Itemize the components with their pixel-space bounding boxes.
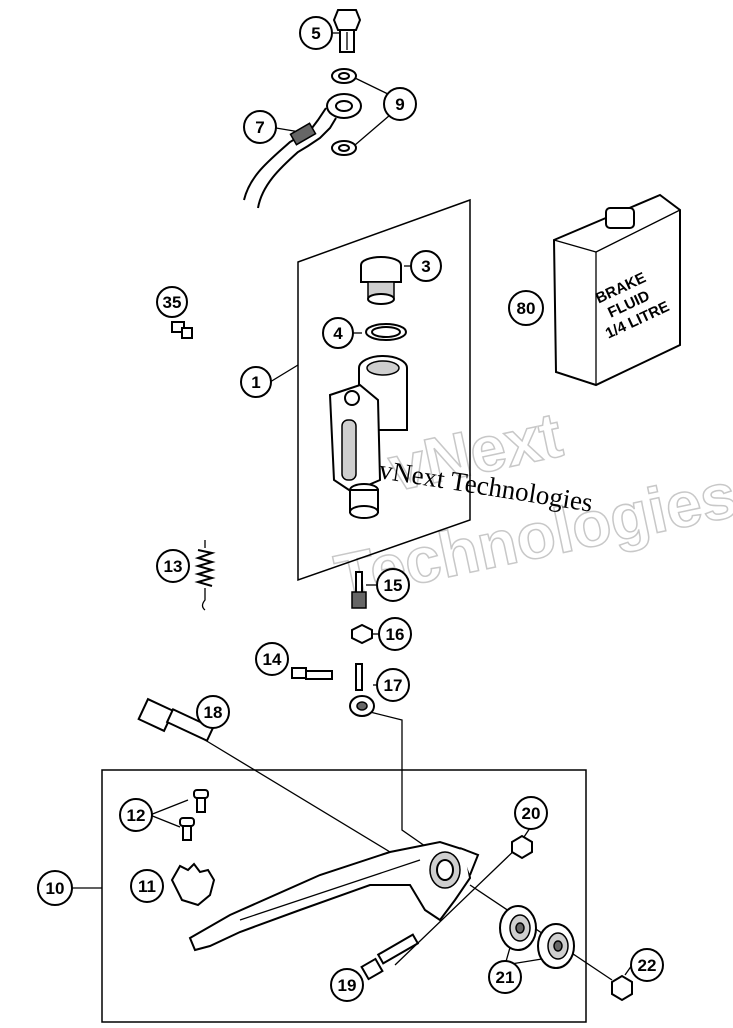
lock-nut-part	[351, 623, 373, 645]
callout-11-label: 11	[138, 877, 156, 896]
callout-15-label: 15	[384, 576, 403, 595]
callout-12: 12	[119, 798, 153, 832]
pedal-step-part	[170, 862, 216, 907]
callout-19-label: 19	[338, 976, 357, 995]
bearings-part	[499, 905, 575, 969]
callout-13-label: 13	[164, 557, 183, 576]
callout-9: 9	[383, 87, 417, 121]
callout-20: 20	[514, 796, 548, 830]
callout-1-label: 1	[251, 373, 260, 392]
callout-4: 4	[322, 317, 354, 349]
brake-fluid-can-part: BRAKE FLUID 1/4 LITRE	[552, 193, 681, 387]
callout-17: 17	[376, 668, 410, 702]
pedal-screws-part	[179, 789, 209, 841]
sealing-washers-part	[331, 68, 357, 156]
callout-10-label: 10	[46, 879, 65, 898]
callout-1: 1	[240, 366, 272, 398]
callout-7-label: 7	[255, 118, 264, 137]
callout-80: 80	[508, 290, 544, 326]
callout-12-label: 12	[127, 806, 146, 825]
callout-35-label: 35	[163, 293, 182, 312]
pin-bolt-part	[291, 667, 333, 680]
callout-19: 19	[330, 968, 364, 1002]
callout-3: 3	[410, 250, 442, 282]
callout-4-label: 4	[333, 324, 343, 343]
master-cylinder-frame	[297, 198, 471, 582]
push-rod-part	[351, 571, 367, 609]
callout-14-label: 14	[263, 650, 282, 669]
shoulder-bolt-part	[137, 697, 215, 742]
callout-17-label: 17	[384, 676, 403, 695]
reservoir-fitting-part	[360, 256, 402, 305]
callout-3-label: 3	[421, 257, 430, 276]
callout-15: 15	[376, 568, 410, 602]
callout-5-label: 5	[311, 24, 320, 43]
callout-9-label: 9	[395, 95, 404, 114]
master-cylinder-part	[328, 355, 408, 519]
callout-16: 16	[378, 617, 412, 651]
callout-7: 7	[243, 110, 277, 144]
o-ring-inner	[371, 326, 401, 338]
callout-11: 11	[130, 869, 164, 903]
callout-20-label: 20	[522, 804, 541, 823]
callout-22: 22	[630, 948, 664, 982]
callout-14: 14	[255, 642, 289, 676]
callout-13: 13	[156, 549, 190, 583]
pivot-nut-part	[511, 834, 533, 860]
callout-80-label: 80	[517, 299, 536, 318]
brake-pedal-part	[188, 840, 480, 952]
callout-35: 35	[156, 286, 188, 318]
callout-18: 18	[196, 695, 230, 729]
screw-part	[171, 321, 193, 339]
brake-hose-part	[243, 93, 362, 209]
callout-5: 5	[299, 16, 333, 50]
pedal-assembly-frame	[101, 769, 587, 1023]
callout-18-label: 18	[204, 703, 223, 722]
callout-21-label: 21	[496, 968, 515, 987]
callout-10: 10	[37, 870, 73, 906]
end-nut-part	[611, 974, 633, 1002]
pivot-bolt-part	[360, 933, 420, 981]
banjo-bolt-part	[332, 9, 362, 53]
callout-22-label: 22	[638, 956, 657, 975]
callout-16-label: 16	[386, 625, 405, 644]
return-spring-part	[194, 540, 216, 611]
callout-21: 21	[488, 960, 522, 994]
clevis-part	[349, 663, 375, 717]
